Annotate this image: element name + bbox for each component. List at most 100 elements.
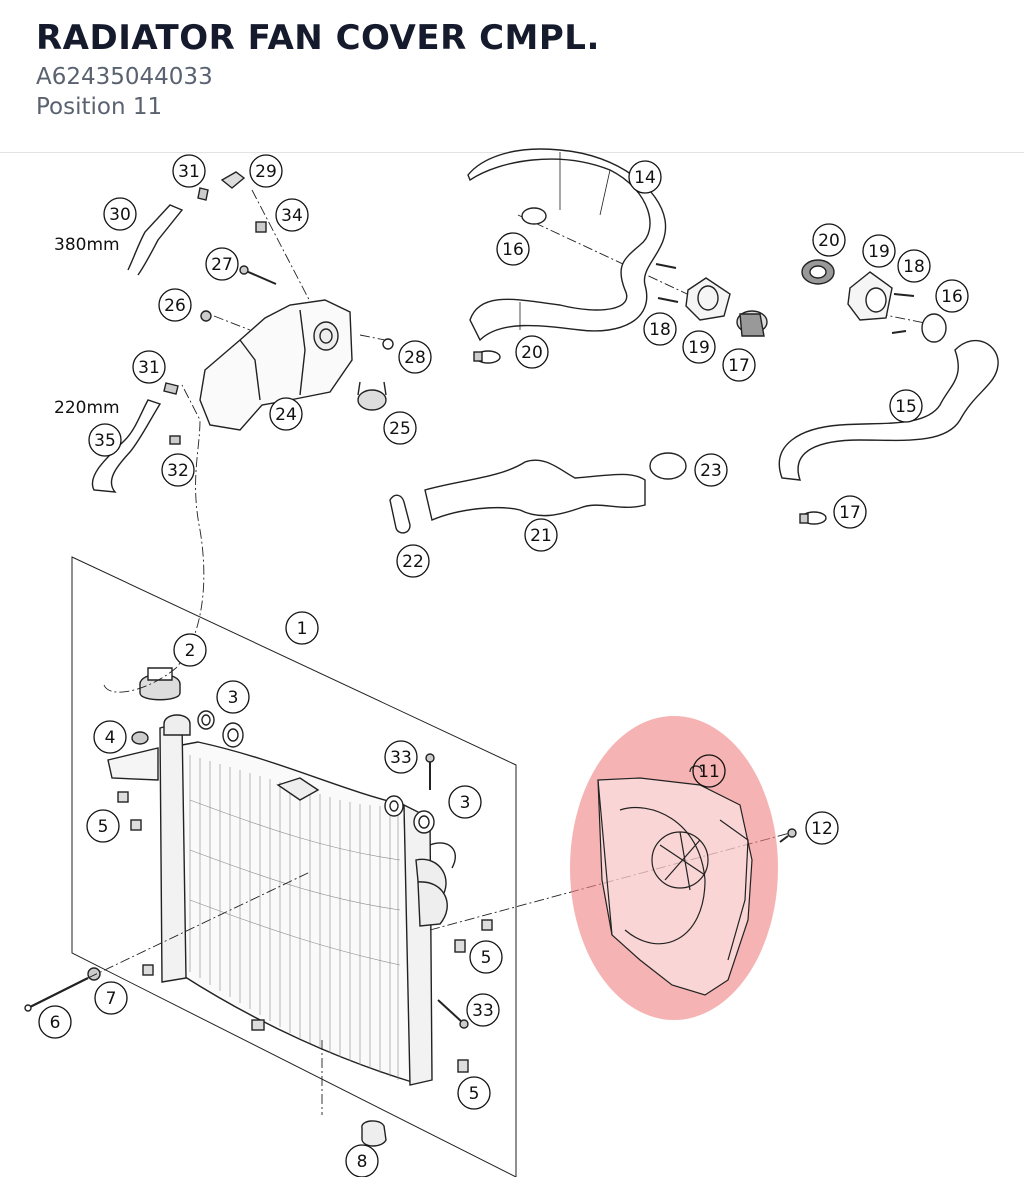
callout-16: 16 [935, 279, 969, 313]
callout-label: 6 [50, 1013, 61, 1033]
callout-19: 19 [862, 234, 896, 268]
callout-33: 33 [466, 993, 500, 1027]
header: RADIATOR FAN COVER CMPL. A62435044033 Po… [0, 0, 1024, 152]
callout-label: 33 [472, 1001, 494, 1021]
callout-12: 12 [805, 811, 839, 845]
fan-screw [779, 828, 797, 843]
clip-32 [169, 435, 181, 445]
callout-24: 24 [269, 397, 303, 431]
thermostat-housing-19 [685, 277, 731, 321]
callout-11: 11 [692, 754, 726, 788]
callout-7: 7 [94, 981, 128, 1015]
fitting-29 [220, 171, 246, 189]
callout-label: 28 [404, 348, 426, 368]
page-title: RADIATOR FAN COVER CMPL. [36, 18, 600, 58]
thermostat-housing-19b [847, 271, 893, 321]
bolts-26-27 [200, 265, 277, 322]
callout-label: 15 [895, 397, 917, 417]
callout-26: 26 [158, 288, 192, 322]
callout-5: 5 [457, 1076, 491, 1110]
hose-14-rings [519, 152, 611, 330]
callout-16: 16 [496, 232, 530, 266]
tank-cap [357, 381, 387, 411]
callout-22: 22 [396, 544, 430, 578]
callout-label: 30 [109, 205, 131, 225]
callout-label: 21 [530, 526, 552, 546]
callout-14: 14 [628, 160, 662, 194]
callout-label: 27 [211, 255, 233, 275]
callout-label: 16 [941, 287, 963, 307]
callout-label: 35 [94, 431, 116, 451]
expansion-tank [199, 299, 353, 431]
callout-8: 8 [345, 1144, 379, 1177]
callout-5: 5 [469, 940, 503, 974]
callout-label: 12 [811, 819, 833, 839]
callout-label: 5 [481, 948, 492, 968]
callout-label: 18 [649, 320, 671, 340]
hose-15 [778, 339, 999, 481]
clip-22 [389, 494, 411, 534]
callout-5: 5 [86, 809, 120, 843]
thermostat-20 [736, 310, 768, 337]
washer-28 [382, 338, 394, 350]
grommets [197, 710, 435, 834]
fasteners [24, 753, 469, 1147]
callout-31: 31 [132, 350, 166, 384]
clip-34 [255, 221, 267, 233]
callout-18: 18 [643, 312, 677, 346]
callout-label: 3 [460, 793, 471, 813]
callout-label: 16 [502, 240, 524, 260]
callout-label: 18 [903, 257, 925, 277]
callout-19: 19 [682, 330, 716, 364]
callout-label: 4 [105, 728, 116, 748]
hose-clamp-16b [921, 313, 947, 343]
callout-23: 23 [694, 453, 728, 487]
callout-35: 35 [88, 423, 122, 457]
hose-clip-31b [163, 382, 179, 395]
callout-3: 3 [448, 785, 482, 819]
callout-15: 15 [889, 389, 923, 423]
callout-label: 25 [389, 419, 411, 439]
thermostat-20b [801, 259, 835, 285]
callout-label: 23 [700, 461, 722, 481]
callout-33: 33 [384, 740, 418, 774]
callout-label: 14 [634, 168, 656, 188]
callout-32: 32 [161, 453, 195, 487]
callout-17: 17 [722, 348, 756, 382]
hose-clamp-23 [649, 452, 687, 480]
hose-clamp-17b [799, 511, 827, 525]
callout-label: 11 [698, 762, 720, 782]
callout-label: 33 [390, 748, 412, 768]
washer [131, 731, 149, 745]
hose-clamp-17a [473, 350, 501, 364]
bolts-18b [891, 293, 915, 334]
radiator-cap [139, 667, 181, 701]
clips [117, 791, 493, 1073]
callout-label: 31 [138, 358, 160, 378]
callout-18: 18 [897, 249, 931, 283]
callout-label: 29 [255, 162, 277, 182]
fan-cover [597, 765, 753, 996]
callout-label: 8 [357, 1152, 368, 1172]
callout-label: 24 [275, 405, 297, 425]
callout-label: 19 [688, 338, 710, 358]
callout-label: 5 [469, 1084, 480, 1104]
callout-label: 17 [728, 356, 750, 376]
callout-17: 17 [833, 495, 867, 529]
callout-21: 21 [524, 518, 558, 552]
hose-clamp-16a [521, 207, 547, 225]
callout-label: 19 [868, 242, 890, 262]
callout-label: 1 [297, 619, 308, 639]
bolts-18 [655, 263, 679, 303]
callout-28: 28 [398, 340, 432, 374]
callout-30: 30 [103, 197, 137, 231]
callout-29: 29 [249, 154, 283, 188]
callout-label: 5 [98, 817, 109, 837]
position-label: Position 11 [36, 94, 163, 120]
callout-4: 4 [93, 720, 127, 754]
callout-34: 34 [275, 198, 309, 232]
callout-label: 32 [167, 461, 189, 481]
callout-label: 17 [839, 503, 861, 523]
callout-label: 2 [185, 641, 196, 661]
